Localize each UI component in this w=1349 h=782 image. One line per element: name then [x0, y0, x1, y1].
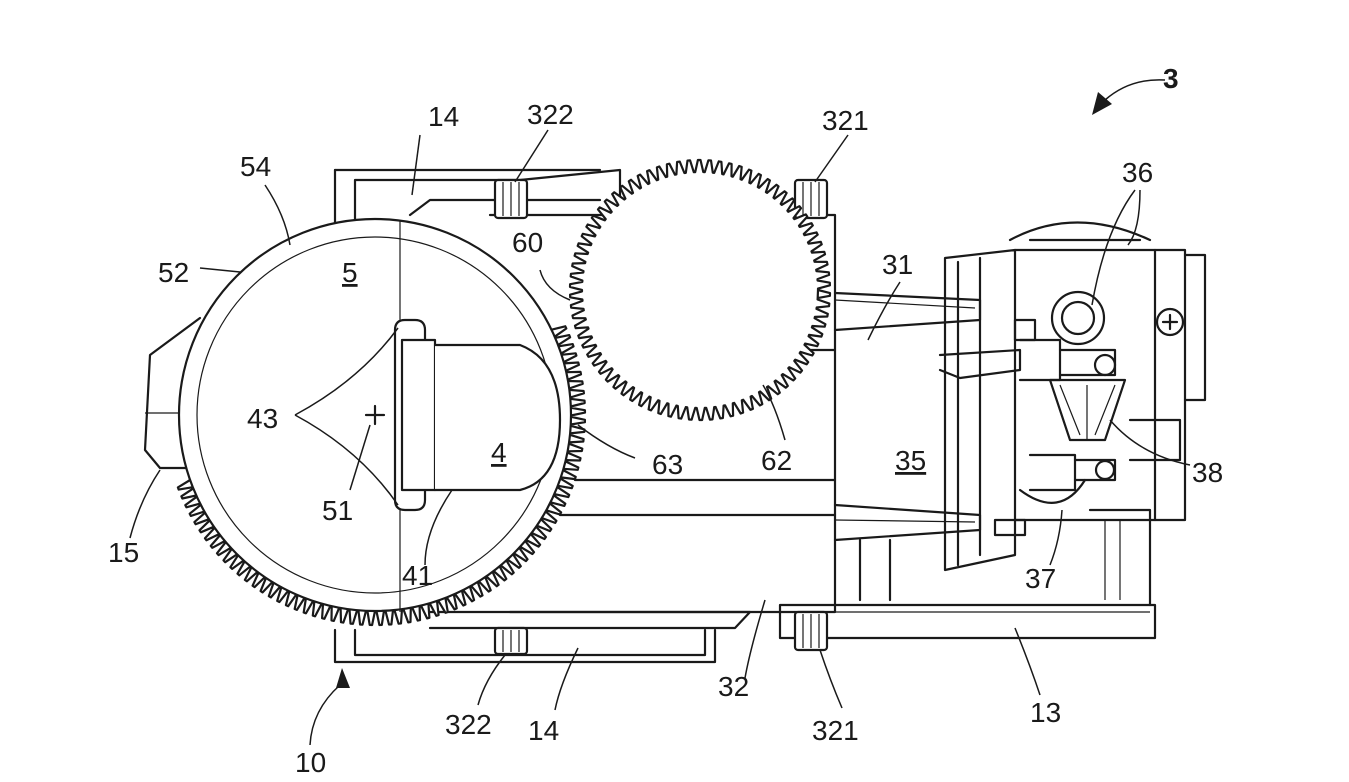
nose-15 [143, 316, 202, 470]
label-52: 52 [158, 257, 189, 288]
label-31: 31 [882, 249, 913, 280]
label-13: 13 [1030, 697, 1061, 728]
actuator-assembly [938, 221, 1207, 572]
label-63: 63 [652, 449, 683, 480]
clamp-321-bottom [793, 610, 829, 652]
lever-4 [393, 318, 562, 512]
label-4: 4 [491, 437, 507, 468]
label-37: 37 [1025, 563, 1056, 594]
label-15: 15 [108, 537, 139, 568]
label-38: 38 [1192, 457, 1223, 488]
gear62-teeth [568, 158, 832, 422]
label-14-top: 14 [428, 101, 459, 132]
clamp-321-top [793, 178, 829, 220]
label-322-top: 322 [527, 99, 574, 130]
label-3: 3 [1163, 63, 1179, 94]
label-54: 54 [240, 151, 271, 182]
label-36: 36 [1122, 157, 1153, 188]
reference-labels: 3 14 322 321 36 54 52 5 60 31 43 4 63 62… [108, 63, 1223, 778]
label-41: 41 [402, 560, 433, 591]
clamp-322-bottom [493, 626, 529, 656]
label-321-top: 321 [822, 105, 869, 136]
gear-62 [568, 158, 832, 422]
label-35: 35 [895, 445, 926, 476]
label-5: 5 [342, 257, 358, 288]
label-321-bottom: 321 [812, 715, 859, 746]
label-60: 60 [512, 227, 543, 258]
label-43: 43 [247, 403, 278, 434]
label-14-bottom: 14 [528, 715, 559, 746]
label-51: 51 [322, 495, 353, 526]
clamp-322-top [493, 178, 529, 220]
label-10: 10 [295, 747, 326, 778]
leader-lines [129, 79, 1191, 746]
label-322-bottom: 322 [445, 709, 492, 740]
label-32: 32 [718, 671, 749, 702]
label-62: 62 [761, 445, 792, 476]
